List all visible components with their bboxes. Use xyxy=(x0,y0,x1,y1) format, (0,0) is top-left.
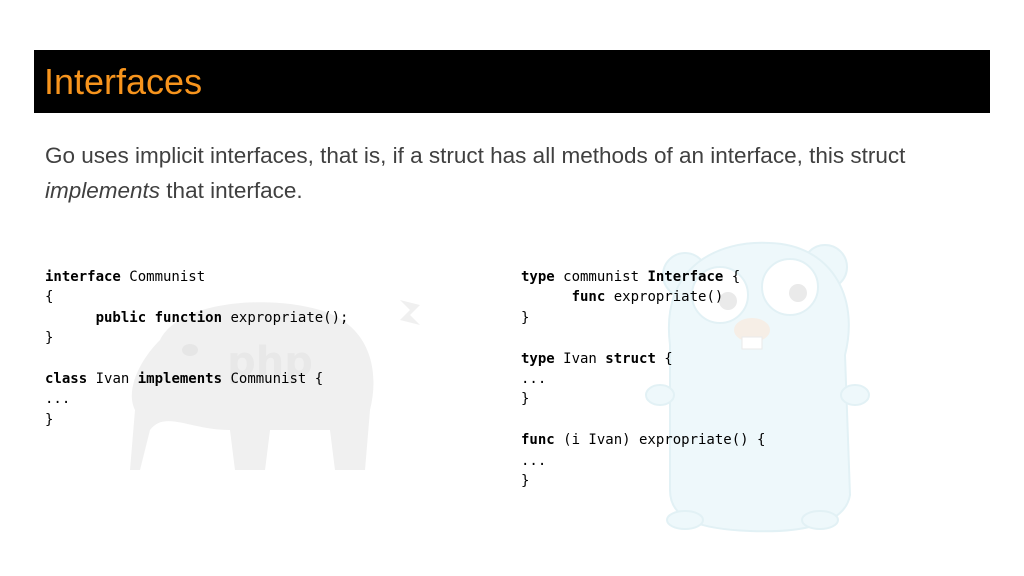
code-keyword: function xyxy=(154,309,223,326)
code-text: } xyxy=(45,330,54,347)
code-text: Ivan xyxy=(554,350,606,367)
php-code-block: interface Communist { public function ex… xyxy=(45,267,348,430)
title-bar: Interfaces xyxy=(34,50,990,113)
intro-text-end: that interface. xyxy=(160,178,303,203)
code-text: { xyxy=(723,269,741,285)
code-keyword: Interface xyxy=(647,269,724,285)
code-text: ... xyxy=(521,371,547,388)
svg-text:php: php xyxy=(227,339,313,385)
code-indent xyxy=(45,310,96,326)
code-text: ... xyxy=(45,391,71,408)
code-keyword: public xyxy=(95,309,147,326)
code-text: (i Ivan) expropriate() { xyxy=(554,432,766,449)
code-keyword: implements xyxy=(137,371,223,388)
code-keyword: type xyxy=(521,350,555,367)
php-elephant-watermark: php xyxy=(130,300,420,470)
code-text: ... xyxy=(521,452,547,469)
code-text: Communist xyxy=(120,269,206,285)
code-text: } xyxy=(521,473,530,490)
intro-text-start: Go uses implicit interfaces, that is, if… xyxy=(45,143,906,168)
code-text: { xyxy=(45,289,54,306)
code-keyword: type xyxy=(521,269,555,285)
intro-emphasis: implements xyxy=(45,178,161,203)
code-text: expropriate(); xyxy=(222,309,349,326)
slide-title: Interfaces xyxy=(44,61,203,102)
code-keyword: struct xyxy=(605,350,656,367)
code-keyword: interface xyxy=(45,269,121,285)
code-text: expropriate() xyxy=(605,289,724,306)
code-text: communist xyxy=(554,269,648,285)
code-keyword: class xyxy=(45,371,88,388)
intro-paragraph: Go uses implicit interfaces, that is, if… xyxy=(45,138,975,208)
code-keyword: func xyxy=(521,432,555,449)
code-text: Communist { xyxy=(222,371,324,388)
code-text: } xyxy=(521,391,530,408)
go-gopher-watermark xyxy=(645,241,870,533)
code-text: } xyxy=(521,309,530,326)
code-text: Ivan xyxy=(87,371,138,388)
code-text: } xyxy=(45,411,54,428)
code-indent xyxy=(521,289,572,305)
code-text xyxy=(146,310,154,326)
code-text: { xyxy=(655,350,673,367)
code-keyword: func xyxy=(571,289,606,306)
go-code-block: type communist Interface { func expropri… xyxy=(521,267,765,491)
